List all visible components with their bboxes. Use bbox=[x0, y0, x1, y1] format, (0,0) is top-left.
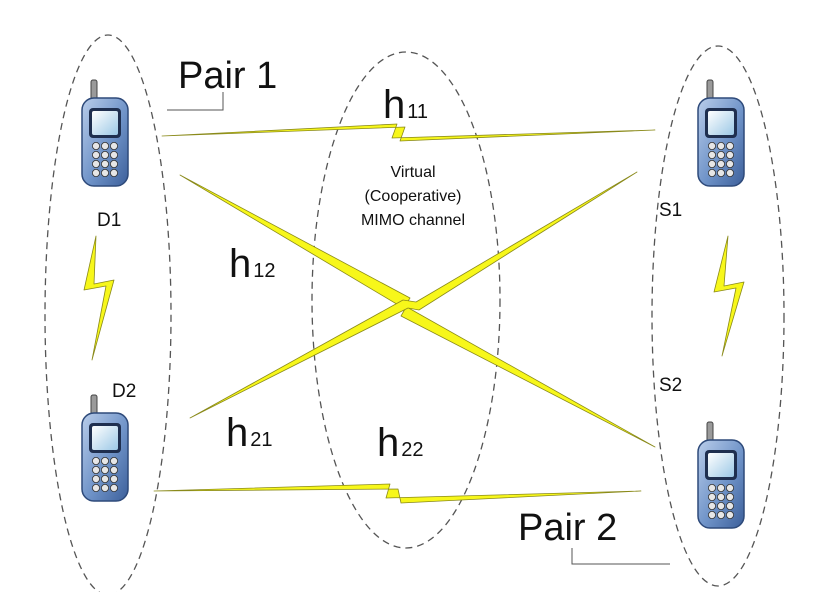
node-label-s1: S1 bbox=[659, 200, 682, 221]
channel-main: h bbox=[377, 421, 399, 465]
pair1-leader-line bbox=[167, 92, 224, 111]
phone-icon bbox=[81, 394, 129, 502]
channel-subscript: 11 bbox=[407, 101, 428, 123]
phone-icon bbox=[697, 421, 745, 529]
center-label-line-3: MIMO channel bbox=[361, 212, 465, 229]
channel-main: h bbox=[383, 83, 405, 127]
node-label-s2: S2 bbox=[659, 375, 682, 396]
lightning-bolt-icon bbox=[713, 235, 745, 357]
pair2-leader-line bbox=[571, 548, 670, 565]
channel-main: h bbox=[226, 411, 248, 455]
virtual-mimo-ellipse bbox=[311, 51, 501, 549]
channel-subscript: 22 bbox=[401, 439, 423, 461]
channel-main: h bbox=[229, 242, 251, 286]
node-label-d2: D2 bbox=[112, 381, 136, 402]
pair2-label: Pair 2 bbox=[518, 507, 617, 549]
lightning-bolt-icon bbox=[83, 235, 115, 361]
source-group-ellipse bbox=[651, 45, 785, 587]
link-h11 bbox=[161, 123, 656, 142]
destination-group-ellipse bbox=[44, 34, 172, 596]
link-h22 bbox=[153, 483, 642, 504]
phone-icon bbox=[81, 79, 129, 187]
channel-subscript: 12 bbox=[253, 260, 275, 282]
channel-subscript: 21 bbox=[250, 429, 272, 451]
pair1-label: Pair 1 bbox=[178, 55, 277, 97]
link-h21 bbox=[189, 171, 638, 419]
center-label-line-2: (Cooperative) bbox=[365, 188, 462, 205]
phone-icon bbox=[697, 79, 745, 187]
node-label-d1: D1 bbox=[97, 210, 121, 231]
center-label-line-1: Virtual bbox=[390, 164, 435, 181]
